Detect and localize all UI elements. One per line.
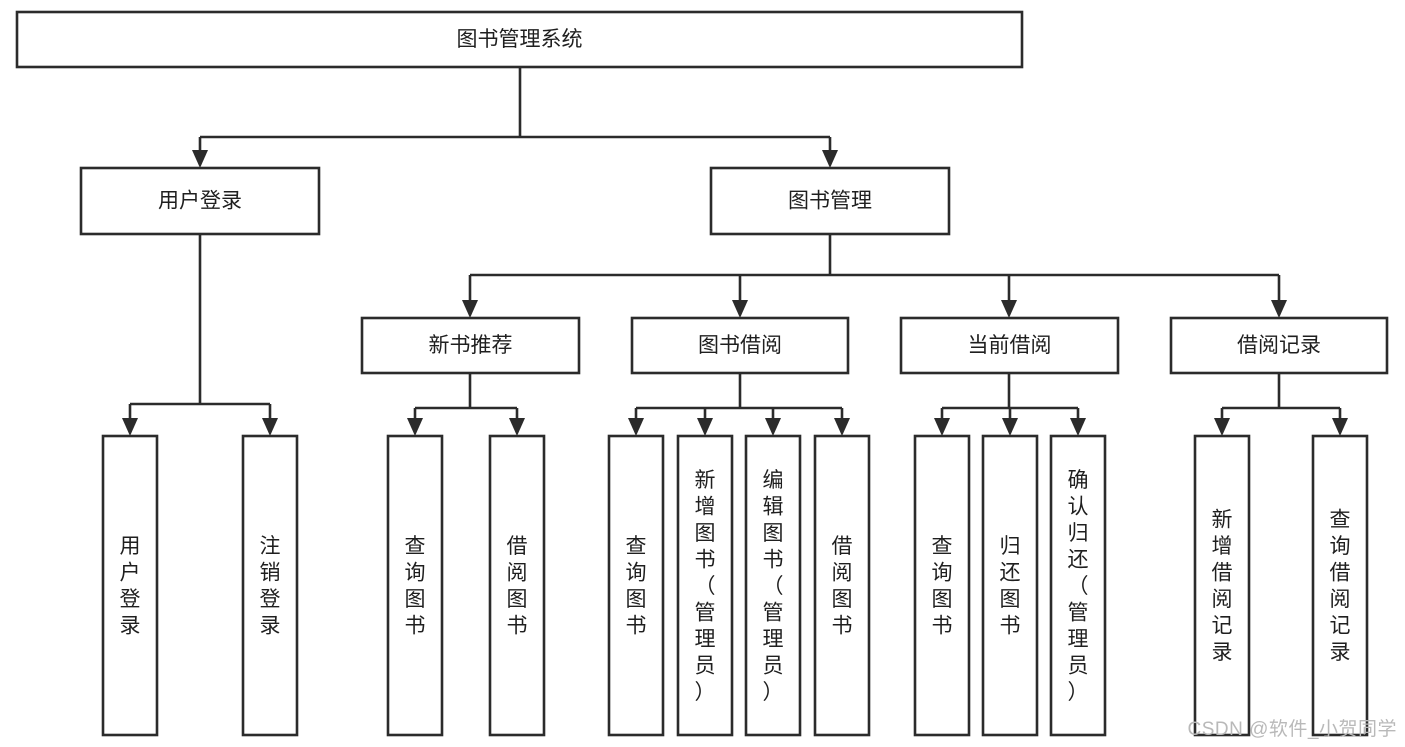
node-label-leaf-confirm-return: 确认归还（管理员） [1068,469,1089,704]
arrow-head-icon [628,418,644,436]
node-box-book-borrow[interactable] [630,316,850,375]
connector-group-root-to-level1 [192,67,838,168]
node-box-leaf-borrow-book-1[interactable] [488,434,546,737]
node-leaf-return-book[interactable]: 归还图书 [981,434,1039,737]
node-label-leaf-add-record: 新增借阅记录 [1212,509,1233,665]
node-box-leaf-add-book[interactable] [676,434,734,737]
arrow-head-icon [697,418,713,436]
node-label-leaf-edit-book: 编辑图书（管理员） [763,469,784,704]
node-label-new-book-rec: 新书推荐 [429,334,513,357]
node-leaf-add-book[interactable]: 新增图书（管理员） [676,434,734,737]
node-box-user-login[interactable] [79,166,321,236]
connector-group-bookmanage-to-level2 [462,234,1287,318]
node-leaf-query-book-1[interactable]: 查询图书 [386,434,444,737]
node-book-manage[interactable]: 图书管理 [709,166,951,236]
node-label-current-borrow: 当前借阅 [968,334,1052,357]
node-leaf-borrow-book-2[interactable]: 借阅图书 [813,434,871,737]
node-label-leaf-return-book: 归还图书 [1000,535,1021,638]
node-label-leaf-query-book-3: 查询图书 [932,535,953,638]
node-box-leaf-logout-login[interactable] [241,434,299,737]
node-box-book-manage[interactable] [709,166,951,236]
node-book-borrow[interactable]: 图书借阅 [630,316,850,375]
node-box-leaf-return-book[interactable] [981,434,1039,737]
arrow-head-icon [1332,418,1348,436]
node-box-leaf-query-book-2[interactable] [607,434,665,737]
node-leaf-query-record[interactable]: 查询借阅记录 [1311,434,1369,737]
node-new-book-rec[interactable]: 新书推荐 [360,316,581,375]
connector-group-newbookrec-to-leaves [407,373,525,436]
node-label-book-borrow: 图书借阅 [698,334,782,357]
arrow-head-icon [822,150,838,168]
arrow-head-icon [1271,300,1287,318]
node-label-leaf-add-book: 新增图书（管理员） [695,469,716,704]
node-box-leaf-query-record[interactable] [1311,434,1369,737]
node-leaf-edit-book[interactable]: 编辑图书（管理员） [744,434,802,737]
node-box-leaf-edit-book[interactable] [744,434,802,737]
node-leaf-borrow-book-1[interactable]: 借阅图书 [488,434,546,737]
arrow-head-icon [407,418,423,436]
arrow-head-icon [834,418,850,436]
connector-group-bookborrow-to-leaves [628,373,850,436]
node-current-borrow[interactable]: 当前借阅 [899,316,1120,375]
node-label-leaf-borrow-book-2: 借阅图书 [832,535,853,638]
arrow-head-icon [192,150,208,168]
node-box-root[interactable] [15,10,1024,69]
arrow-head-icon [765,418,781,436]
node-box-new-book-rec[interactable] [360,316,581,375]
node-box-leaf-query-book-1[interactable] [386,434,444,737]
node-box-leaf-add-record[interactable] [1193,434,1251,737]
node-leaf-user-login[interactable]: 用户登录 [101,434,159,737]
node-borrow-record[interactable]: 借阅记录 [1169,316,1389,375]
connector-layer [122,67,1348,436]
node-layer: 图书管理系统用户登录图书管理新书推荐图书借阅当前借阅借阅记录用户登录注销登录查询… [15,10,1389,737]
node-user-login[interactable]: 用户登录 [79,166,321,236]
arrow-head-icon [262,418,278,436]
node-label-book-manage: 图书管理 [788,190,872,213]
node-box-borrow-record[interactable] [1169,316,1389,375]
node-leaf-logout-login[interactable]: 注销登录 [241,434,299,737]
arrow-head-icon [1002,418,1018,436]
arrow-head-icon [509,418,525,436]
arrow-head-icon [1070,418,1086,436]
node-box-leaf-user-login[interactable] [101,434,159,737]
node-label-leaf-borrow-book-1: 借阅图书 [507,535,528,638]
node-label-leaf-user-login: 用户登录 [120,535,141,638]
node-root[interactable]: 图书管理系统 [15,10,1024,69]
node-label-leaf-query-record: 查询借阅记录 [1330,509,1351,665]
connector-group-userlogin-to-leaves [122,234,278,436]
node-leaf-add-record[interactable]: 新增借阅记录 [1193,434,1251,737]
node-leaf-query-book-2[interactable]: 查询图书 [607,434,665,737]
connector-group-borrowrecord-to-leaves [1214,373,1348,436]
node-box-current-borrow[interactable] [899,316,1120,375]
node-label-leaf-query-book-1: 查询图书 [405,535,426,638]
arrow-head-icon [122,418,138,436]
arrow-head-icon [732,300,748,318]
arrow-head-icon [462,300,478,318]
node-leaf-query-book-3[interactable]: 查询图书 [913,434,971,737]
arrow-head-icon [934,418,950,436]
node-box-leaf-query-book-3[interactable] [913,434,971,737]
node-label-leaf-logout-login: 注销登录 [260,535,281,638]
node-label-borrow-record: 借阅记录 [1237,334,1321,357]
node-leaf-confirm-return[interactable]: 确认归还（管理员） [1049,434,1107,737]
arrow-head-icon [1001,300,1017,318]
node-label-root: 图书管理系统 [457,28,583,51]
node-box-leaf-borrow-book-2[interactable] [813,434,871,737]
node-label-user-login: 用户登录 [158,190,242,213]
node-label-leaf-query-book-2: 查询图书 [626,535,647,638]
node-box-leaf-confirm-return[interactable] [1049,434,1107,737]
arrow-head-icon [1214,418,1230,436]
connector-group-currentborrow-to-leaves [934,373,1086,436]
